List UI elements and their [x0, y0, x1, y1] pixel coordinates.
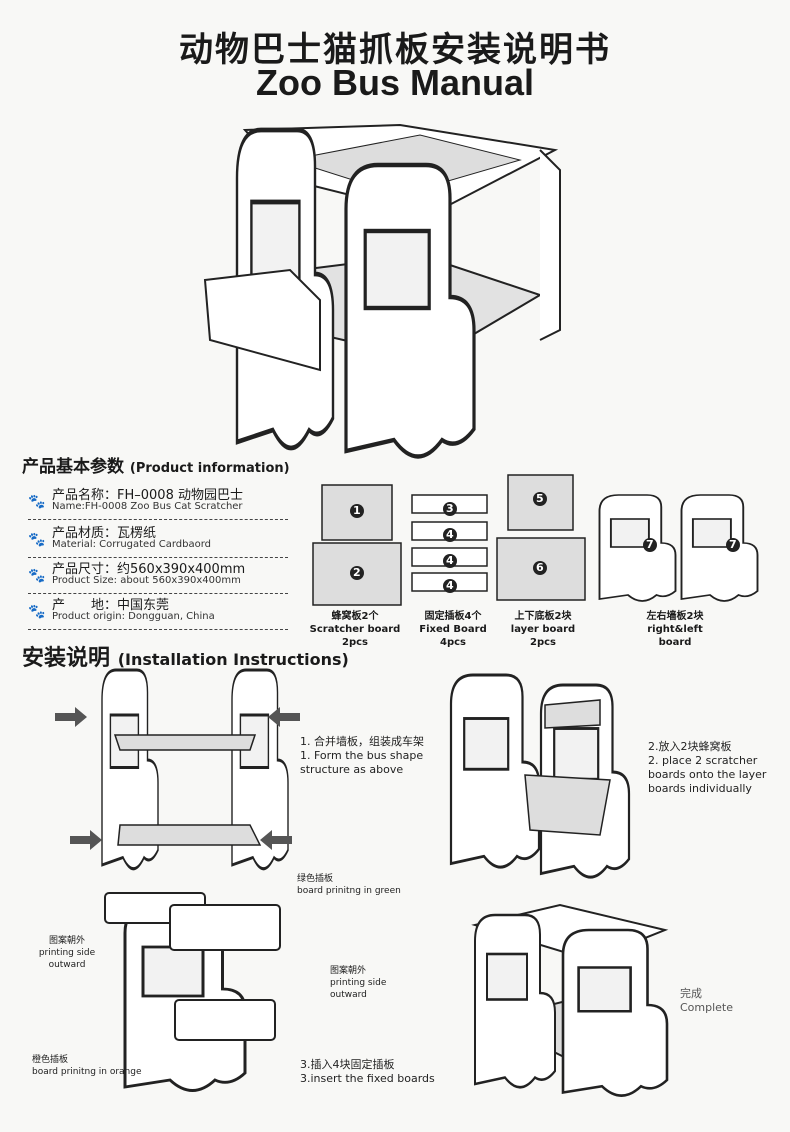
parts-diagram [312, 474, 759, 606]
info-cn: 产品材质：瓦楞纸 [52, 526, 157, 541]
info-en: Product origin: Dongguan, China [52, 611, 215, 622]
caption-cn: 上下底板2块 [514, 611, 572, 622]
step-en: 1. Form the bus shape structure as above [300, 749, 424, 776]
title-chinese: 动物巴士猫抓板安装说明书 [179, 30, 611, 70]
caption-en: Scratcher board 2pcs [309, 624, 401, 648]
step-cn: 2.放入2块蜂窝板 [648, 740, 732, 753]
paw-icon: 🐾 [28, 568, 46, 584]
step3-illustration [104, 892, 281, 1092]
step-cn: 完成 [680, 987, 702, 1000]
step-en: 3.insert the fixed boards [300, 1072, 435, 1085]
note-en: printing side outward [330, 978, 387, 1000]
note-en: printing side outward [38, 948, 96, 970]
step-en: 2. place 2 scratcher boards onto the lay… [648, 754, 767, 795]
note-cn: 图案朝外 [48, 936, 85, 946]
step-en: Complete [680, 1001, 734, 1014]
part-caption-scratcher: 蜂窝板2个 Scratcher board 2pcs [300, 610, 410, 649]
install-heading: 安装说明 (Installation Instructions) [22, 640, 349, 672]
part-number: 6 [536, 561, 544, 574]
step-cn: 3.插入4块固定插板 [300, 1058, 395, 1071]
caption-en: right&left board [647, 624, 703, 648]
info-en: Name:FH-0008 Zoo Bus Cat Scratcher [52, 501, 243, 512]
info-cn: 产品尺寸：约560x390x400mm [52, 562, 246, 577]
heading-cn: 产品基本参数 [22, 457, 124, 477]
part-number: 7 [646, 538, 654, 551]
product-info-heading: 产品基本参数 (Product information) [22, 452, 290, 477]
caption-cn: 固定插板4个 [424, 611, 482, 622]
part-number: 1 [353, 504, 361, 517]
note-green: 绿色插板 board prinitng in green [297, 873, 401, 897]
part-caption-layer: 上下底板2块 layer board 2pcs [497, 610, 589, 649]
complete-illustration [471, 903, 669, 1097]
step-cn: 1. 合并墙板，组装成车架 [300, 735, 424, 748]
heading-en: (Installation Instructions) [117, 650, 349, 669]
note-orange: 橙色插板 board prinitng in orange [32, 1054, 142, 1078]
part-number: 7 [729, 538, 737, 551]
caption-en: layer board 2pcs [510, 624, 576, 648]
paw-icon: 🐾 [28, 604, 46, 620]
title-english: Zoo Bus Manual [256, 62, 534, 103]
main-assembled-illustration [203, 123, 561, 457]
note-outward-right: 图案朝外 printing side outward [330, 965, 400, 1001]
caption-cn: 蜂窝板2个 [331, 611, 379, 622]
heading-cn: 安装说明 [22, 646, 111, 671]
part-number: 4 [446, 554, 454, 567]
info-cn: 产品名称：FH–0008 动物园巴士 [52, 488, 243, 503]
part-number: 2 [353, 566, 361, 579]
part-number: 5 [536, 492, 544, 505]
info-cn: 产 地：中国东莞 [52, 598, 170, 613]
part-number: 4 [446, 579, 454, 592]
note-outward-left: 图案朝外 printing side outward [32, 935, 102, 971]
info-en: Material: Corrugated Cardbaord [52, 539, 212, 550]
note-en: board prinitng in orange [32, 1067, 142, 1077]
note-cn: 绿色插板 [297, 874, 334, 884]
paw-icon: 🐾 [28, 532, 46, 548]
step1-illustration [55, 668, 300, 871]
note-en: board prinitng in green [297, 886, 401, 896]
part-number: 4 [446, 528, 454, 541]
note-cn: 橙色插板 [32, 1055, 69, 1065]
info-en: Product Size: about 560x390x400mm [52, 575, 241, 586]
note-cn: 图案朝外 [330, 966, 367, 976]
part-number: 3 [446, 502, 454, 515]
step2-illustration [449, 673, 631, 879]
paw-icon: 🐾 [28, 494, 46, 510]
caption-cn: 左右墙板2块 [646, 611, 704, 622]
caption-en: Fixed Board 4pcs [419, 624, 487, 648]
heading-en: (Product information) [129, 461, 290, 476]
part-caption-fixed: 固定插板4个 Fixed Board 4pcs [408, 610, 498, 649]
part-caption-wall: 左右墙板2块 right&left board [630, 610, 720, 649]
